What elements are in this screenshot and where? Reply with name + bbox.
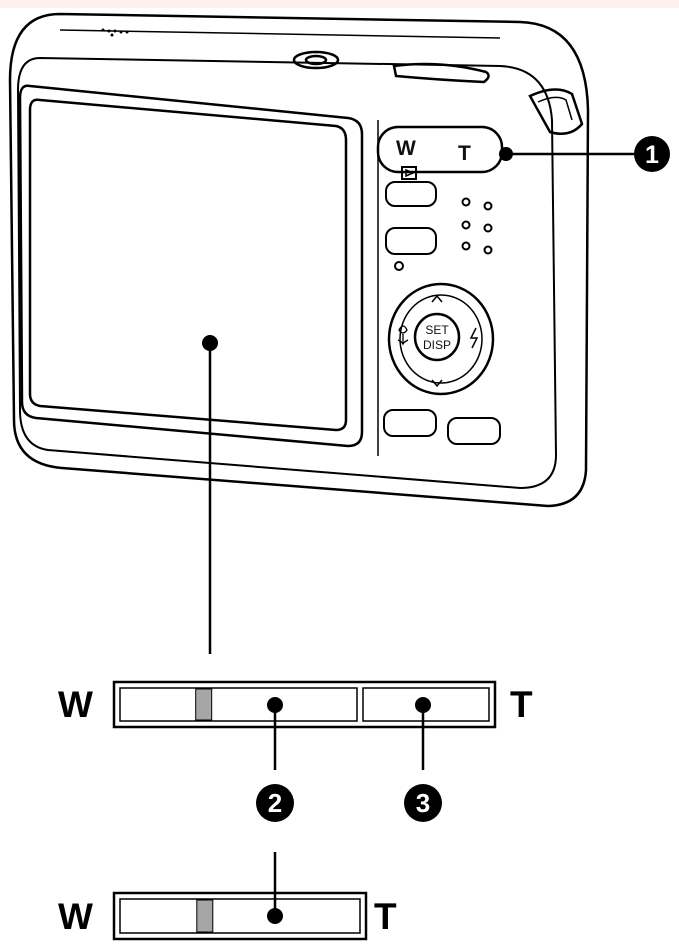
lcd-screen [18, 84, 379, 456]
power-button [292, 50, 340, 70]
zoom-bar-small-tele-label: T [374, 896, 397, 937]
callout-3: 3 [404, 705, 442, 822]
zoom-position-indicator-small [196, 899, 214, 933]
callout-2-number: 2 [268, 788, 282, 818]
zoom-bar-large-tele-label: T [510, 684, 533, 725]
zoom-lever: W T [376, 125, 504, 174]
zoom-lever-wide-label: W [396, 137, 416, 160]
macro-icon [397, 325, 409, 346]
callout-1-number: 1 [645, 141, 659, 169]
zoom-position-indicator [195, 688, 213, 721]
zoom-bar-large-wide-label: W [58, 684, 93, 725]
small-bar-marker [267, 908, 283, 924]
zoom-lever-tele-label: T [458, 142, 471, 165]
top-border-strip [0, 0, 679, 8]
side-buttons [383, 166, 501, 445]
zoom-bar-large: W T [58, 680, 533, 729]
delete-button [447, 417, 501, 445]
set-label: SET [425, 323, 449, 337]
flash-icon [469, 327, 479, 349]
screen-leader [202, 335, 218, 654]
shutter-button [392, 62, 490, 84]
playback-icon [401, 166, 417, 180]
nav-down-icon [431, 379, 443, 388]
zoom-bar-small: W T [58, 891, 397, 941]
mode-button [383, 409, 437, 437]
callout-2: 2 [256, 705, 294, 822]
disp-label: DISP [423, 338, 451, 352]
playback-button [385, 181, 437, 207]
nav-up-icon [431, 294, 443, 303]
callout-3-number: 3 [416, 788, 430, 818]
strap-lug [528, 88, 584, 135]
callout-1: 1 [499, 136, 670, 172]
speaker-holes [101, 28, 129, 37]
set-disp-button [413, 312, 461, 362]
zoom-bar-small-wide-label: W [58, 896, 93, 937]
camera-body [8, 12, 590, 508]
menu-button [385, 227, 437, 255]
navigation-pad: SET DISP [387, 282, 495, 396]
